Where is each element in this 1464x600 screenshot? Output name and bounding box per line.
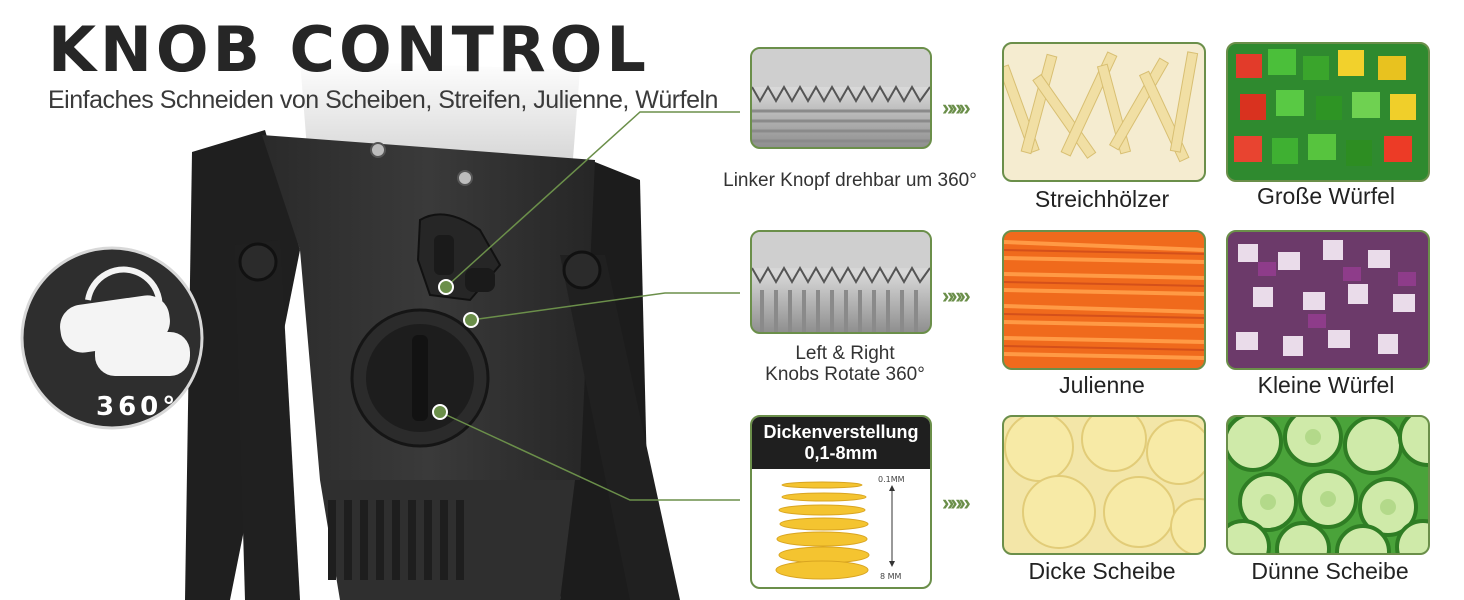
slicer-illustration xyxy=(20,60,740,600)
output-label-julienne: Julienne xyxy=(1059,372,1145,398)
output-label-large-dice: Große Würfel xyxy=(1256,183,1396,209)
arrow-icon: »»» xyxy=(942,490,971,515)
thickness-min-label: 0.1MM xyxy=(878,475,905,484)
both-knobs-caption-line2: Knobs Rotate 360° xyxy=(765,364,925,385)
arrow-icon: »»» xyxy=(942,95,971,120)
page-subtitle: Einfaches Schneiden von Scheiben, Streif… xyxy=(48,86,718,114)
blade-teeth xyxy=(752,49,930,143)
output-label-small-dice: Kleine Würfel xyxy=(1257,372,1395,398)
food-image-large-dice xyxy=(1226,42,1430,182)
output-label-thin-slices: Dünne Scheibe xyxy=(1251,558,1409,584)
blade-closeup-panel xyxy=(750,47,932,149)
rotation-360-label: 360° xyxy=(96,392,180,422)
food-image-matchsticks xyxy=(1002,42,1206,182)
food-image-thick-slices xyxy=(1002,415,1206,555)
slice-stack-graphic xyxy=(775,481,895,580)
left-knob-caption: Linker Knopf drehbar um 360° xyxy=(723,170,977,191)
food-image-small-dice xyxy=(1226,230,1430,370)
thickness-max-label: 8 MM xyxy=(880,572,902,581)
output-label-thick-slices: Dicke Scheibe xyxy=(1028,558,1176,584)
thickness-heading-line1: Dickenverstellung xyxy=(763,422,919,442)
arrow-icon: »»» xyxy=(942,283,971,308)
thickness-heading-line2: 0,1-8mm xyxy=(804,443,878,463)
thickness-panel: Dickenverstellung 0,1-8mm 0.1MM 8 MM xyxy=(750,415,932,589)
page-title: KNOB CONTROL xyxy=(48,13,650,86)
blade-closeup-panel xyxy=(750,230,932,334)
both-knobs-caption-line1: Left & Right xyxy=(795,343,895,364)
food-image-julienne xyxy=(1002,230,1206,370)
blade-teeth xyxy=(752,232,930,332)
thickness-heading: Dickenverstellung 0,1-8mm xyxy=(752,417,930,469)
output-label-matchsticks: Streichhölzer xyxy=(1034,186,1170,212)
food-image-thin-slices xyxy=(1226,415,1430,555)
